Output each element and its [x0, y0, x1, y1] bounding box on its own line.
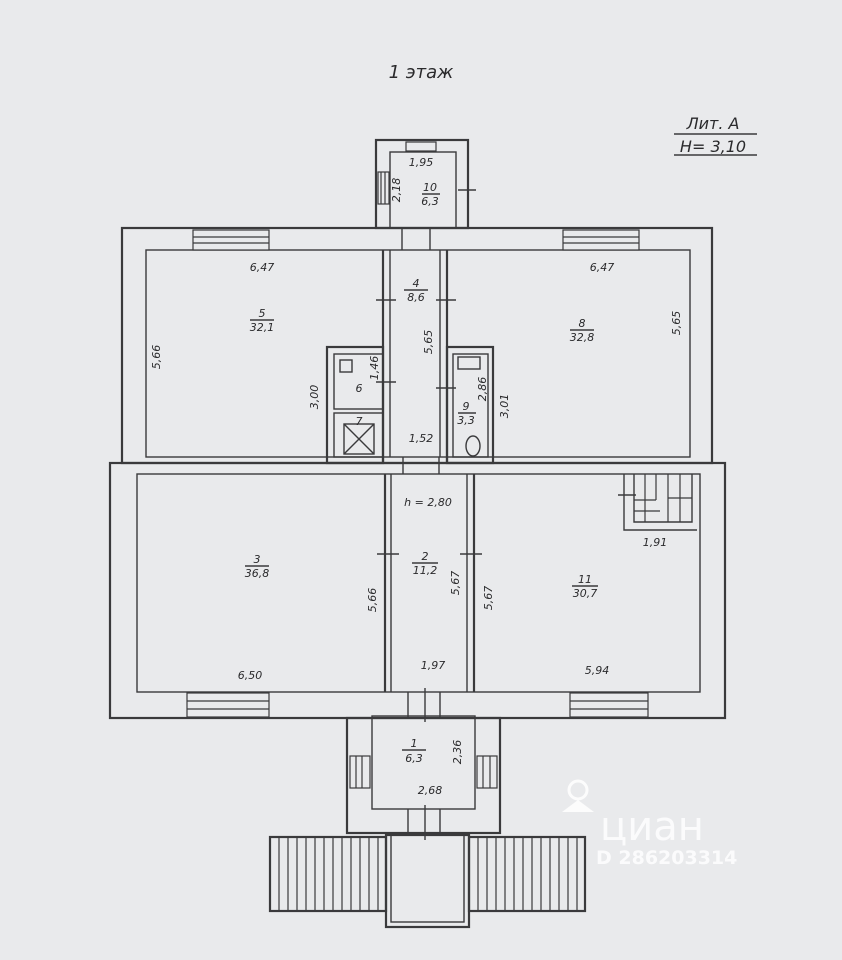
room-1-number: 1 [411, 737, 418, 750]
dim-566-room3: 5,66 [366, 588, 379, 613]
lit-label: Лит. А [686, 114, 740, 133]
room-10-annex [374, 138, 476, 250]
room-5-number: 5 [259, 307, 266, 320]
dim-301: 3,01 [498, 394, 511, 419]
room-4-area: 8,6 [407, 291, 425, 304]
room-8-area: 32,8 [570, 331, 595, 344]
room-5-area: 32,1 [250, 321, 275, 334]
room-2-area: 11,2 [413, 564, 438, 577]
dim-197: 1,97 [421, 659, 446, 672]
room-10-area: 6,3 [421, 195, 439, 208]
dim-567-room11: 5,67 [482, 586, 495, 611]
dim-236: 2,36 [451, 740, 464, 765]
height-room-2: h = 2,80 [404, 496, 452, 509]
dim-191: 1,91 [643, 536, 668, 549]
porch-steps [268, 833, 587, 929]
dim-152: 1,52 [409, 432, 434, 445]
room-3-area: 36,8 [245, 567, 270, 580]
room-1-entrance [345, 715, 502, 840]
floor-title: 1 этаж [389, 62, 455, 83]
room-11-area: 30,7 [573, 587, 598, 600]
dim-565-corridor: 5,65 [422, 330, 435, 355]
watermark: циан D 286203314 [562, 779, 737, 869]
room-6-number: 6 [356, 382, 363, 395]
room-9-number: 9 [463, 400, 470, 413]
corridor-2-walls [377, 474, 482, 692]
dim-647-right: 6,47 [590, 261, 615, 274]
room-7-number: 7 [356, 415, 363, 428]
room-2-number: 2 [422, 550, 429, 563]
dim-647-left: 6,47 [250, 261, 275, 274]
room-10-number: 10 [423, 181, 437, 194]
rooms-6-7 [325, 345, 385, 465]
dim-218: 2,18 [390, 178, 403, 203]
dim-300: 3,00 [308, 385, 321, 410]
staircase [618, 474, 697, 531]
dim-146: 1,46 [368, 356, 381, 381]
dim-650: 6,50 [238, 669, 263, 682]
dim-567-corridor: 5,67 [449, 571, 462, 596]
labels: 1 этаж Лит. А Н= 3,10 1,95 2,18 10 6,3 6… [150, 62, 757, 797]
ceiling-height: Н= 3,10 [680, 137, 746, 156]
dim-565-right: 5,65 [670, 311, 683, 336]
windows [186, 229, 649, 718]
room-1-area: 6,3 [405, 752, 423, 765]
room-3-number: 3 [254, 553, 261, 566]
dim-268: 2,68 [418, 784, 443, 797]
dim-195: 1,95 [409, 156, 434, 169]
room-11-number: 11 [578, 573, 592, 586]
location-pin-icon [562, 779, 594, 812]
dim-594: 5,94 [585, 664, 610, 677]
room-8-number: 8 [579, 317, 586, 330]
room-9 [445, 345, 495, 465]
dim-566-left: 5,66 [150, 345, 163, 370]
room-4-number: 4 [413, 277, 420, 290]
watermark-brand: циан [600, 804, 704, 850]
dim-286: 2,86 [476, 377, 489, 402]
watermark-id: D 286203314 [596, 847, 737, 869]
room-9-area: 3,3 [457, 414, 475, 427]
